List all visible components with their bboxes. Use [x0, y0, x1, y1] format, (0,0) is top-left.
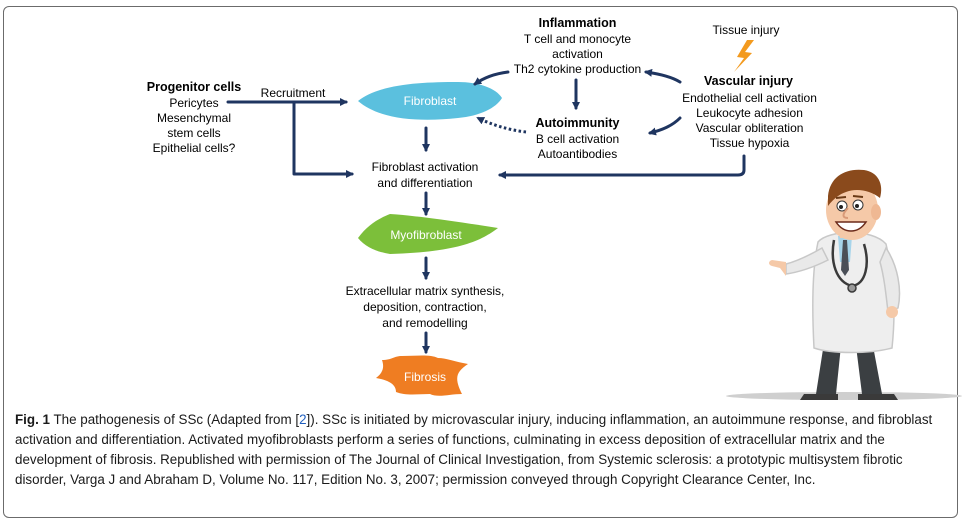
- ecm-line-1: Extracellular matrix synthesis,: [345, 284, 505, 298]
- pathogenesis-diagram: [226, 40, 962, 400]
- vascular-line-4: Tissue hypoxia: [709, 136, 790, 150]
- myofibroblast-label: Myofibroblast: [390, 228, 462, 242]
- vascular-line-1: Endothelial cell activation: [682, 91, 817, 105]
- progenitor-line-3: stem cells: [167, 126, 221, 140]
- arrow-autoimmunity-to-fibroblast: [476, 116, 527, 134]
- myofibroblast-shape: [358, 214, 498, 254]
- vascular-line-2: Leukocyte adhesion: [696, 106, 803, 120]
- caption-reference-link[interactable]: 2: [299, 412, 307, 427]
- inflammation-line-3: Th2 cytokine production: [513, 62, 642, 76]
- arrow-inflammation-to-fibroblast: [473, 70, 510, 86]
- activation-line-1: Fibroblast activation: [371, 160, 479, 174]
- inflammation-line-1: T cell and monocyte: [523, 32, 632, 46]
- fibroblast-label: Fibroblast: [403, 94, 457, 108]
- caption-text-start: The pathogenesis of SSc (Adapted from [: [49, 412, 300, 427]
- progenitor-line-1: Pericytes: [169, 96, 219, 110]
- recruitment-label: Recruitment: [260, 86, 326, 100]
- fibrosis-label: Fibrosis: [403, 370, 446, 384]
- arrow-progenitor-to-activation: [292, 100, 354, 178]
- progenitor-title: Progenitor cells: [146, 80, 242, 94]
- fibrosis-shape: [376, 355, 468, 396]
- fibroblast-shape: [358, 82, 502, 120]
- arrow-vascular-to-autoimmunity: [648, 116, 682, 136]
- progenitor-line-4: Epithelial cells?: [152, 141, 236, 155]
- autoimmunity-line-2: Autoantibodies: [537, 147, 618, 161]
- arrow-vascular-to-inflammation: [644, 68, 682, 84]
- caption-text-end: ]). SSc is initiated by microvascular in…: [15, 412, 933, 487]
- autoimmunity-title: Autoimmunity: [535, 116, 620, 130]
- activation-line-2: and differentiation: [377, 176, 473, 190]
- inflammation-line-2: activation: [552, 47, 603, 61]
- autoimmunity-line-1: B cell activation: [535, 132, 620, 146]
- doctor-illustration: [726, 169, 962, 400]
- caption-figure-label: Fig. 1: [15, 412, 50, 427]
- vascular-injury-title: Vascular injury: [704, 74, 793, 88]
- arrow-vascular-to-activation: [498, 154, 746, 179]
- ecm-line-2: deposition, contraction,: [363, 300, 487, 314]
- ecm-line-3: and remodelling: [382, 316, 468, 330]
- vascular-line-3: Vascular obliteration: [695, 121, 804, 135]
- figure-caption: Fig. 1 The pathogenesis of SSc (Adapted …: [15, 410, 947, 490]
- tissue-injury-label: Tissue injury: [712, 23, 780, 37]
- figure-frame: [3, 6, 958, 518]
- progenitor-line-2: Mesenchymal: [156, 111, 232, 125]
- lightning-icon: [734, 40, 754, 72]
- inflammation-title: Inflammation: [538, 16, 617, 30]
